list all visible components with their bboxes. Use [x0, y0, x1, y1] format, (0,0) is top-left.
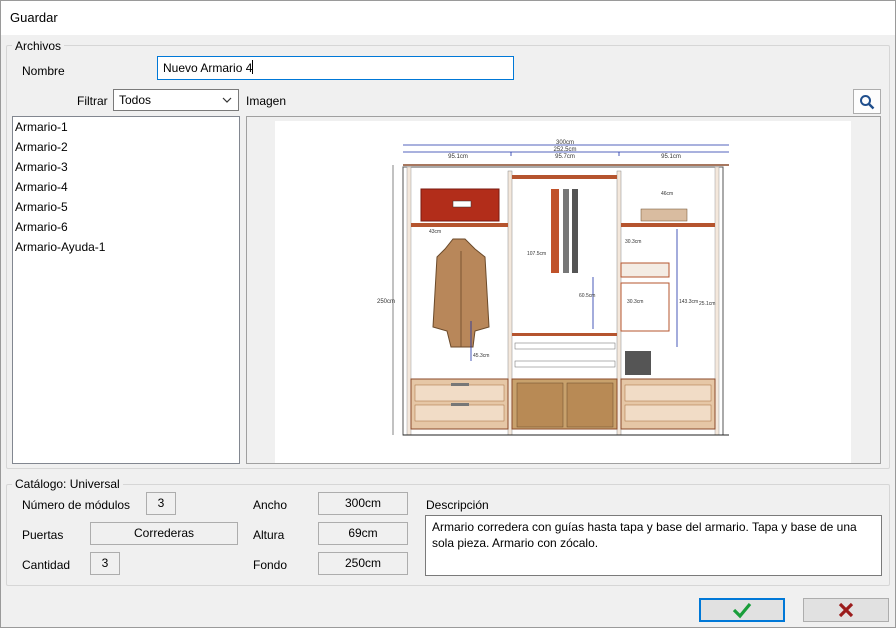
filtrar-select[interactable]: Todos	[113, 89, 239, 111]
cancel-button[interactable]	[803, 598, 889, 622]
image-preview: 300cm 252.5cm 95.1cm 95.7cm 95.1cm 250cm…	[246, 116, 881, 464]
dim-total: 300cm	[556, 140, 574, 146]
search-button[interactable]	[853, 89, 881, 114]
fondo-label: Fondo	[253, 558, 288, 572]
nombre-input[interactable]: Nuevo Armario 4	[157, 56, 514, 80]
window-title: Guardar	[10, 10, 58, 25]
nombre-label: Nombre	[22, 64, 65, 78]
file-list[interactable]: Armario-1 Armario-2 Armario-3 Armario-4 …	[12, 116, 240, 464]
dim-mod2: 95.7cm	[555, 154, 575, 160]
list-item[interactable]: Armario-6	[15, 220, 68, 234]
archivos-legend: Archivos	[12, 39, 65, 53]
dim-coat: 45.3cm	[473, 353, 489, 359]
dim-right-d: 25.1cm	[699, 301, 715, 307]
descripcion-textarea[interactable]: Armario corredera con guías hasta tapa y…	[425, 515, 882, 576]
filtrar-value: Todos	[119, 93, 152, 107]
text-caret	[252, 60, 254, 74]
chevron-down-icon	[220, 92, 234, 111]
ancho-field: 300cm	[318, 492, 408, 515]
imagen-label: Imagen	[246, 94, 287, 108]
catalogo-group	[6, 484, 890, 586]
modulos-label: Número de módulos	[22, 498, 131, 512]
dim-height: 250cm	[377, 299, 395, 305]
puertas-label: Puertas	[22, 528, 64, 542]
descripcion-label: Descripción	[426, 498, 489, 512]
dim-shelf-left: 43cm	[429, 229, 441, 235]
ancho-label: Ancho	[253, 498, 288, 512]
dim-hang: 107.5cm	[527, 251, 546, 257]
nombre-value: Nuevo Armario 4	[163, 61, 253, 75]
list-item[interactable]: Armario-5	[15, 200, 68, 214]
dim-basket2: 30.3cm	[627, 299, 643, 305]
dim-sub: 252.5cm	[553, 147, 576, 153]
altura-label: Altura	[253, 528, 285, 542]
altura-field: 69cm	[318, 522, 408, 545]
list-item[interactable]: Armario-2	[15, 140, 68, 154]
list-item[interactable]: Armario-1	[15, 120, 68, 134]
filtrar-label: Filtrar	[77, 94, 108, 108]
list-item[interactable]: Armario-Ayuda-1	[15, 240, 106, 254]
wardrobe-drawing: 300cm 252.5cm 95.1cm 95.7cm 95.1cm 250cm…	[377, 140, 729, 436]
fondo-field: 250cm	[318, 552, 408, 575]
dim-basket1: 30.3cm	[625, 239, 641, 245]
preview-canvas: 300cm 252.5cm 95.1cm 95.7cm 95.1cm 250cm…	[275, 121, 851, 463]
cantidad-label: Cantidad	[22, 558, 71, 572]
dim-right-h: 143.3cm	[679, 299, 698, 305]
title-bar: Guardar	[0, 0, 896, 35]
ok-button[interactable]	[699, 598, 785, 622]
cantidad-field: 3	[90, 552, 120, 575]
dim-mod1: 95.1cm	[448, 154, 468, 160]
modulos-field: 3	[146, 492, 176, 515]
archivos-group	[6, 45, 890, 469]
dim-mod3: 95.1cm	[661, 154, 681, 160]
dim-mid: 60.5cm	[579, 293, 595, 299]
magnifier-icon	[859, 94, 875, 113]
catalogo-legend: Catálogo: Universal	[12, 477, 123, 491]
list-item[interactable]: Armario-4	[15, 180, 68, 194]
dim-shoes: 46cm	[661, 191, 673, 197]
puertas-field: Correderas	[90, 522, 238, 545]
list-item[interactable]: Armario-3	[15, 160, 68, 174]
